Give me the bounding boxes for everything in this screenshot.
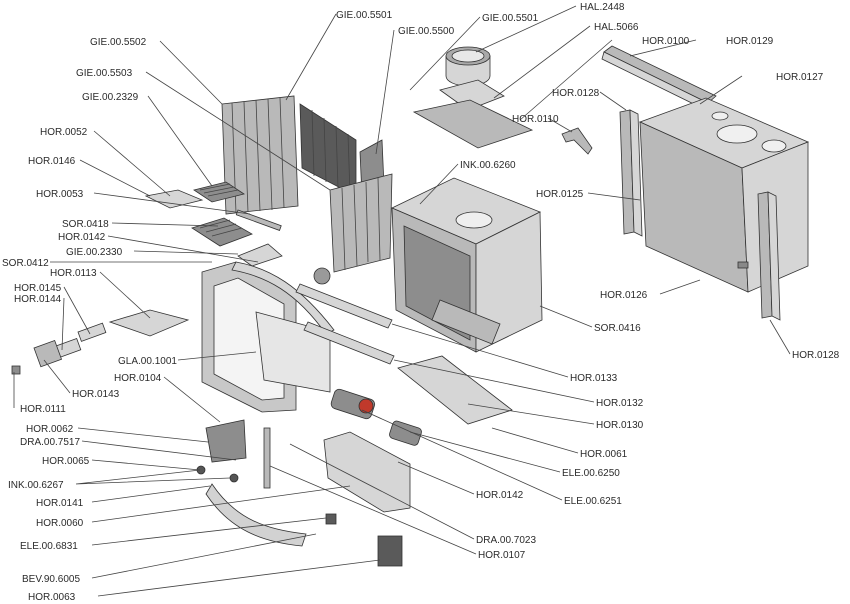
label-gie-00-5500: GIE.00.5500 — [398, 26, 455, 37]
label-hor-0141: HOR.0141 — [36, 498, 84, 509]
control-box — [377, 535, 403, 567]
label-hor-0100: HOR.0100 — [642, 36, 690, 47]
label-sor-0418: SOR.0418 — [62, 219, 109, 230]
label-ele-00-6831: ELE.00.6831 — [20, 541, 78, 552]
screw-part — [229, 473, 239, 483]
label-ele-00-6251: ELE.00.6251 — [564, 496, 622, 507]
label-hor-0128-top: HOR.0128 — [552, 88, 600, 99]
sensor-part — [325, 513, 337, 525]
outer-housing — [638, 97, 810, 293]
label-hor-0104: HOR.0104 — [114, 373, 162, 384]
handle-part — [561, 127, 593, 155]
label-hor-0128-bottom: HOR.0128 — [792, 350, 840, 361]
angle-bar-left — [619, 109, 643, 237]
label-gla-00-1001: GLA.00.1001 — [118, 356, 177, 367]
label-hal-2448: HAL.2448 — [580, 2, 625, 13]
label-ink-00-6260: INK.00.6260 — [460, 160, 516, 171]
label-sor-0412: SOR.0412 — [2, 258, 49, 269]
fan-unit-b — [389, 420, 422, 446]
label-hal-5066: HAL.5066 — [594, 22, 639, 33]
ribbed-panel-back — [221, 95, 299, 215]
label-gie-00-2330: GIE.00.2330 — [66, 247, 123, 258]
small-plate-c — [33, 339, 63, 368]
bottom-plate — [397, 355, 513, 425]
label-hor-0142-bottom: HOR.0142 — [476, 490, 524, 501]
label-gie-00-5501-b: GIE.00.5501 — [482, 13, 539, 24]
bracket-box — [323, 431, 411, 513]
deflector-plate — [412, 99, 534, 149]
label-sor-0416: SOR.0416 — [594, 323, 641, 334]
label-hor-0125: HOR.0125 — [536, 189, 584, 200]
door-frame — [201, 261, 335, 413]
rail-part — [601, 45, 717, 111]
label-hor-0145: HOR.0145 — [14, 283, 62, 294]
label-hor-0053: HOR.0053 — [36, 189, 84, 200]
hanger-strip — [263, 427, 271, 489]
label-hor-0127: HOR.0127 — [776, 72, 824, 83]
label-hor-0144: HOR.0144 — [14, 294, 62, 305]
label-hor-0062: HOR.0062 — [26, 424, 74, 435]
label-hor-0065: HOR.0065 — [42, 456, 90, 467]
label-hor-0113: HOR.0113 — [50, 268, 97, 279]
label-hor-0126: HOR.0126 — [600, 290, 648, 301]
leader-lines — [13, 5, 791, 597]
ribbed-panel-side — [329, 173, 393, 273]
label-hor-0132: HOR.0132 — [596, 398, 644, 409]
label-hor-0111: HOR.0111 — [20, 404, 66, 415]
label-hor-0060: HOR.0060 — [36, 518, 84, 529]
ash-tray — [108, 309, 190, 337]
label-ele-00-6250: ELE.00.6250 — [562, 468, 620, 479]
fan-unit-a — [330, 388, 376, 420]
front-trim — [205, 483, 307, 547]
label-gie-00-5502: GIE.00.5502 — [90, 37, 147, 48]
round-damper — [313, 267, 331, 285]
label-hor-0110: HOR.0110 — [512, 114, 559, 125]
label-hor-0143: HOR.0143 — [72, 389, 120, 400]
grate-upper — [193, 181, 245, 203]
firebox-shell — [391, 177, 543, 353]
label-dra-00-7517: DRA.00.7517 — [20, 437, 80, 448]
base-plate-a — [144, 189, 204, 209]
label-ink-00-6267: INK.00.6267 — [8, 480, 64, 491]
label-hor-0052: HOR.0052 — [40, 127, 88, 138]
grate-lower — [191, 217, 253, 247]
ribbed-panel-dark — [299, 103, 357, 197]
label-dra-00-7023: DRA.00.7023 — [476, 535, 536, 546]
label-gie-00-5503: GIE.00.5503 — [76, 68, 133, 79]
label-hor-0142-top: HOR.0142 — [58, 232, 106, 243]
label-hor-0130: HOR.0130 — [596, 420, 644, 431]
label-hor-0107: HOR.0107 — [478, 550, 526, 561]
angle-bar-right — [757, 191, 781, 321]
label-bev-90-6005: BEV.90.6005 — [22, 574, 80, 585]
label-gie-00-2329: GIE.00.2329 — [82, 92, 139, 103]
label-hor-0133: HOR.0133 — [570, 373, 618, 384]
label-hor-0063: HOR.0063 — [28, 592, 76, 603]
knob-part — [11, 365, 21, 375]
small-plate-a — [77, 322, 107, 342]
label-hor-0146: HOR.0146 — [28, 156, 76, 167]
mount-bracket — [205, 419, 247, 463]
rod-lower — [303, 321, 395, 365]
label-gie-00-5501-a: GIE.00.5501 — [336, 10, 393, 21]
flue-collar — [445, 46, 491, 87]
base-plate-b — [237, 243, 283, 267]
label-hor-0129: HOR.0129 — [726, 36, 774, 47]
label-hor-0061: HOR.0061 — [580, 449, 628, 460]
rod-upper — [295, 283, 393, 329]
